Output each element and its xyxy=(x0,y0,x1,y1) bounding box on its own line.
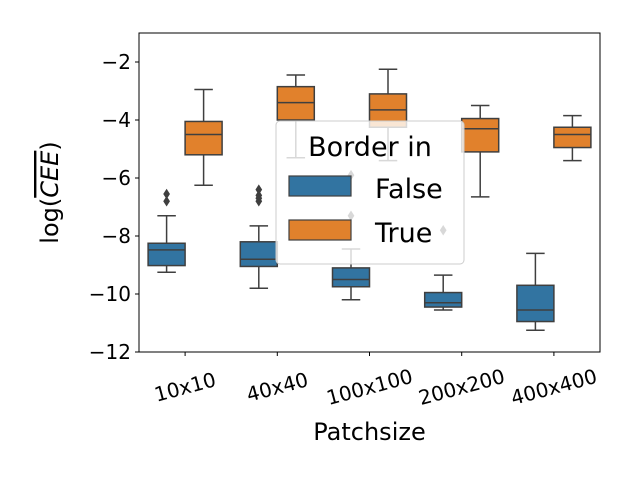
legend-swatch-false xyxy=(288,175,352,197)
y-axis-label: log(CEE) xyxy=(36,141,64,243)
box-false-40x40 xyxy=(239,225,279,289)
y-tick-label: −4 xyxy=(102,108,131,132)
legend-label-false: False xyxy=(375,174,443,205)
box-iqr xyxy=(239,241,279,268)
legend-title: Border in xyxy=(308,132,432,163)
outlier-point xyxy=(163,195,170,207)
box-true-40x40 xyxy=(276,74,316,159)
box-iqr xyxy=(423,291,463,308)
outlier-point xyxy=(255,190,263,201)
box-iqr xyxy=(331,267,371,288)
box-false-10x10 xyxy=(147,214,186,273)
y-tick-label: −12 xyxy=(89,340,131,364)
box-false-200x200 xyxy=(423,274,463,311)
box-iqr xyxy=(460,117,500,153)
box-true-200x200 xyxy=(460,104,500,198)
y-axis-label-variable: CEE xyxy=(36,150,64,198)
box-true-400x400 xyxy=(553,114,592,162)
y-axis-label-close-paren: ) xyxy=(36,141,64,150)
legend-label-true: True xyxy=(374,218,432,249)
box-iqr xyxy=(147,242,186,267)
x-tick-label: 400x400 xyxy=(508,364,599,410)
y-tick-label: −2 xyxy=(102,50,131,74)
outlier-point xyxy=(255,184,263,195)
box-iqr xyxy=(516,284,555,323)
box-layer xyxy=(147,68,592,331)
outlier-point xyxy=(163,188,170,200)
legend-swatch-true xyxy=(288,219,352,241)
y-axis: −12 −10 −8 −6 −4 −2 xyxy=(89,50,139,364)
box-iqr xyxy=(184,120,223,156)
legend: Border in False True xyxy=(275,120,465,265)
y-tick-label: −10 xyxy=(89,282,131,306)
y-axis-label-prefix: log xyxy=(36,207,64,244)
x-tick-label: 10x10 xyxy=(152,367,219,406)
y-tick-label: −8 xyxy=(102,224,131,248)
box-false-400x400 xyxy=(516,252,555,331)
x-tick-label: 40x40 xyxy=(244,367,311,406)
box-true-10x10 xyxy=(184,88,223,186)
x-tick-label: 100x100 xyxy=(324,364,415,410)
x-tick-label: 200x200 xyxy=(416,364,507,410)
box-iqr xyxy=(553,126,592,149)
x-axis-label: Patchsize xyxy=(313,418,425,446)
y-axis-label-open-paren: ( xyxy=(36,198,64,207)
y-tick-label: −6 xyxy=(102,166,131,190)
